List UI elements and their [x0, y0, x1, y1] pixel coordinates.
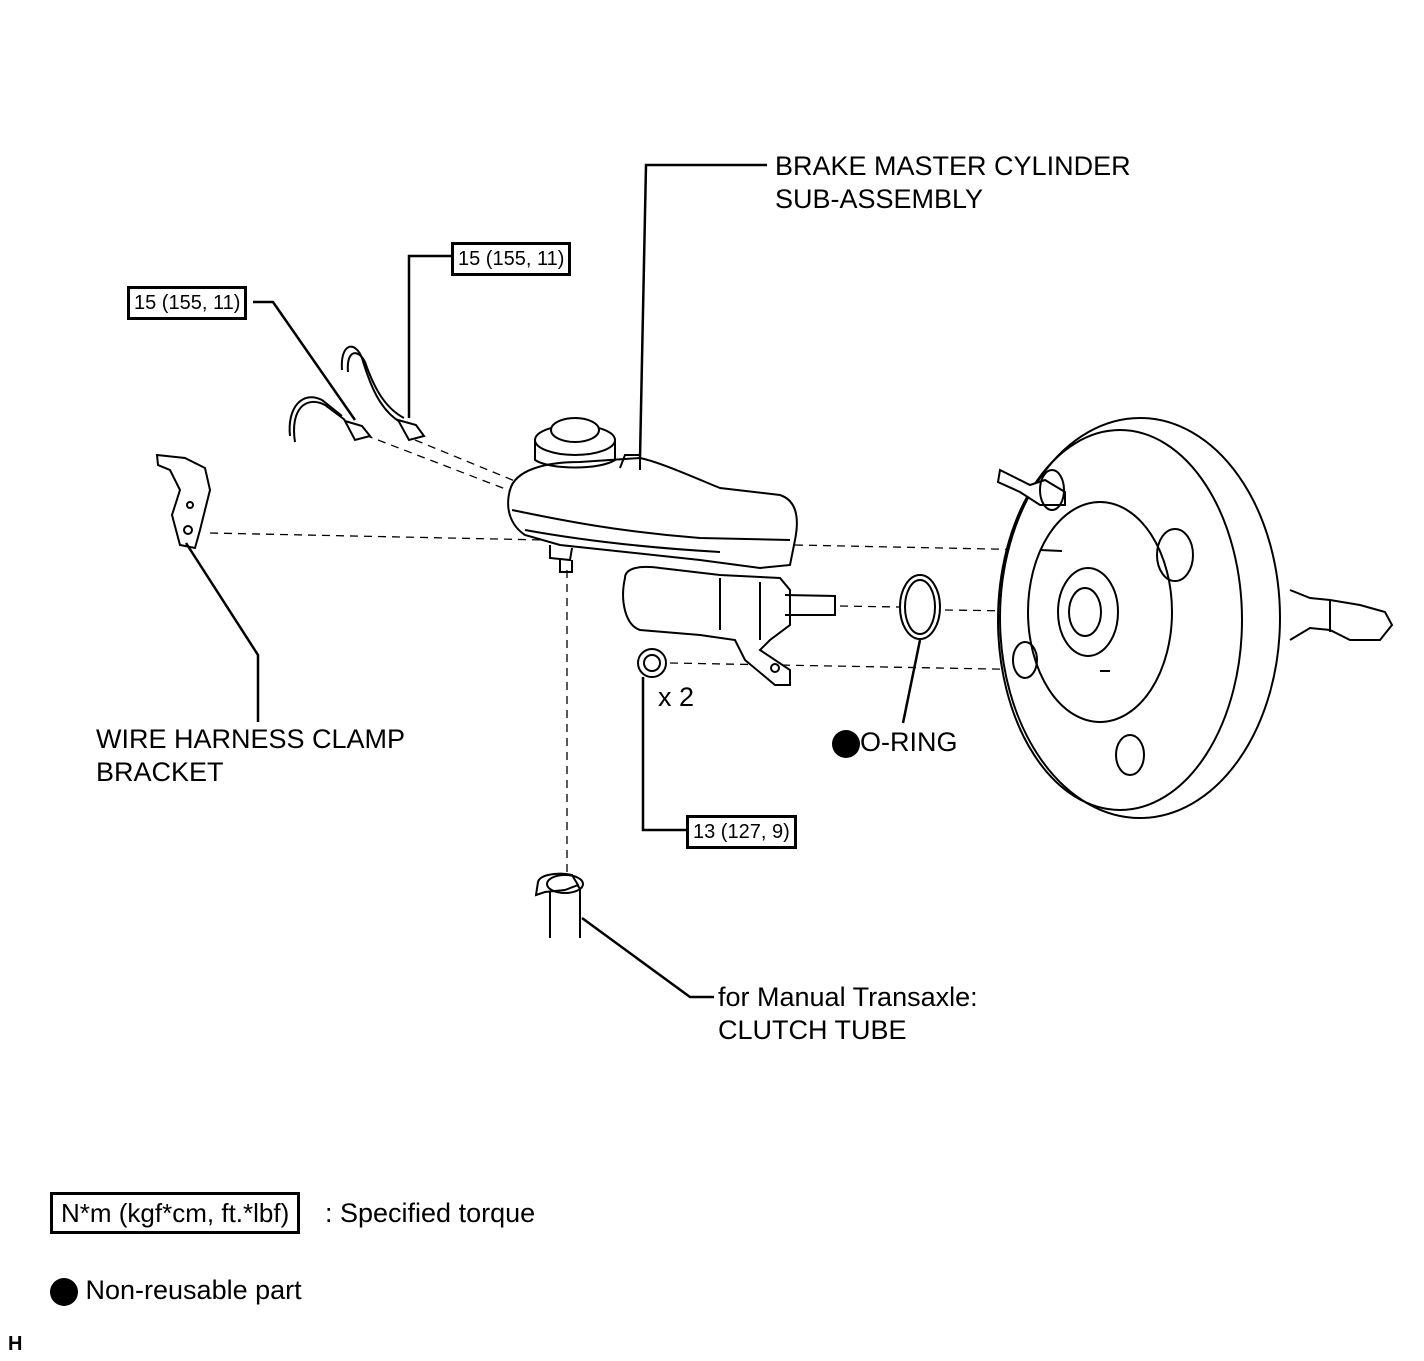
torque-spec-nut: 13 (127, 9) [686, 815, 797, 849]
brake-tube-right [340, 345, 426, 442]
legend-non-reusable: Non-reusable part [50, 1274, 302, 1307]
o-ring [899, 574, 941, 640]
brake-master-cylinder [507, 417, 836, 686]
brake-master-cylinder-label-line2: SUB-ASSEMBLY [775, 184, 984, 214]
clutch-tube [534, 872, 584, 938]
non-reusable-dot-icon [832, 729, 860, 758]
torque-spec-left-tube: 15 (155, 11) [127, 286, 248, 320]
legend-torque-box: N*m (kgf*cm, ft.*lbf) [50, 1192, 301, 1234]
brake-booster [996, 417, 1394, 819]
non-reusable-dot-icon [50, 1277, 78, 1306]
o-ring-label: O-RING [832, 726, 958, 759]
torque-spec-right-tube: 15 (155, 11) [451, 242, 572, 276]
wire-harness-label-line2: BRACKET [96, 757, 224, 787]
corner-mark: H [8, 1333, 23, 1355]
nut-quantity-label: x 2 [658, 682, 695, 712]
leader-lines [184, 163, 922, 999]
brake-tube-left [288, 396, 372, 443]
legend-torque-description: : Specified torque [325, 1198, 536, 1228]
legend-non-reusable-text: Non-reusable part [85, 1275, 302, 1305]
wire-harness-clamp-bracket [155, 453, 212, 550]
brake-master-cylinder-label-line1: BRAKE MASTER CYLINDER [775, 151, 1131, 181]
nut [637, 648, 667, 678]
clutch-tube-label-line1: for Manual Transaxle: [718, 982, 978, 1012]
o-ring-text: O-RING [860, 727, 958, 757]
wire-harness-label-line1: WIRE HARNESS CLAMP [96, 724, 406, 754]
clutch-tube-label-line2: CLUTCH TUBE [718, 1015, 907, 1045]
